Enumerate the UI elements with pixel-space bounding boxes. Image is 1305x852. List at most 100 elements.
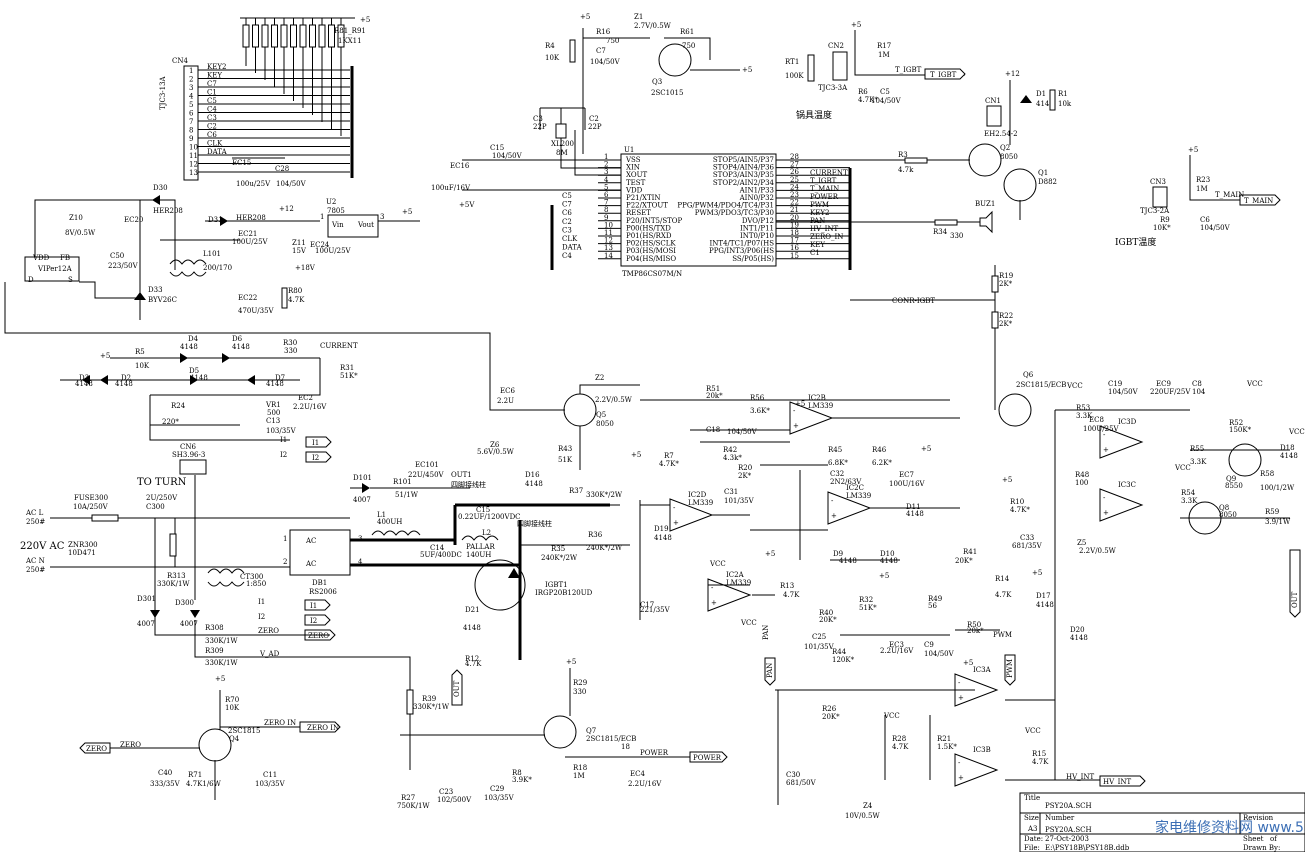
u2-ref: U2: [326, 198, 336, 206]
plus12-a: +12: [279, 205, 294, 213]
comparator-minus: -: [1103, 494, 1106, 502]
svg-text:4148: 4148: [525, 480, 543, 488]
svg-text:4148: 4148: [906, 510, 924, 518]
mcu-left-net: CLK: [562, 235, 578, 243]
viper-ref: VIPer12A: [37, 265, 73, 273]
svg-text:3: 3: [380, 213, 384, 221]
svg-text:10k: 10k: [1058, 100, 1072, 108]
mcu-pin-name: VDD: [625, 186, 643, 194]
svg-text:+5: +5: [580, 13, 590, 21]
comparator-ref: IC2B: [808, 394, 826, 402]
u2-vout: Vout: [357, 221, 374, 229]
svg-text:8050: 8050: [1000, 153, 1018, 161]
svg-text:10D471: 10D471: [68, 549, 96, 557]
mcu-pin-name: XOUT: [626, 171, 647, 179]
svg-text:EC21: EC21: [238, 230, 257, 238]
svg-text:D19: D19: [654, 525, 669, 533]
mcu-pin-name: SS/P05(HS): [732, 255, 774, 263]
svg-text:+5: +5: [742, 66, 752, 74]
svg-text:R51: R51: [706, 385, 720, 393]
svg-text:3.3K: 3.3K: [1181, 497, 1198, 505]
svg-text:Title: Title: [1024, 794, 1040, 802]
svg-text:PSY20A.SCH: PSY20A.SCH: [1045, 826, 1092, 834]
svg-text:VCC: VCC: [1288, 428, 1305, 436]
svg-text:330: 330: [950, 232, 963, 240]
svg-text:4148: 4148: [190, 374, 208, 382]
svg-text:D101: D101: [353, 474, 372, 482]
cn4-pin-label: C7: [207, 80, 217, 88]
buzzer-section: +12 CN1 EH2.54-2 D1 4148 R1 10k Q2 8050 …: [776, 70, 1072, 240]
svg-text:D4: D4: [188, 335, 199, 343]
mcu-pin-name: VSS: [625, 156, 641, 164]
cn4-pin-number: 9: [189, 135, 193, 143]
svg-text:C25: C25: [812, 633, 826, 641]
svg-text:101/35V: 101/35V: [804, 643, 835, 651]
comparator-plus: +: [958, 694, 964, 702]
d30-ref: D30: [153, 184, 168, 192]
comparator-ref: IC3A: [973, 666, 992, 674]
svg-text:1M: 1M: [1196, 185, 1208, 193]
svg-text:4.7k: 4.7k: [898, 166, 914, 174]
u1-ref: U1: [624, 146, 634, 154]
viper-d: D: [28, 276, 34, 284]
mcu-left-net: C5: [562, 192, 572, 200]
cn4-pin-number: 4: [189, 93, 194, 101]
comparator-ref: IC3C: [1118, 481, 1136, 489]
svg-text:150K*: 150K*: [1229, 426, 1252, 434]
cn4-pin-number: 11: [189, 152, 198, 160]
svg-text:6.2K*: 6.2K*: [872, 459, 892, 467]
svg-text:+5: +5: [921, 445, 931, 453]
svg-text:1: 1: [320, 213, 324, 221]
svg-text:C8: C8: [1192, 380, 1202, 388]
igbt-temp-section: +5 CN3 TJC3-2A R23 1M R9 10K* C6 104/50V…: [1115, 146, 1281, 248]
svg-text:EC101: EC101: [415, 461, 439, 469]
svg-text:15V: 15V: [292, 247, 307, 255]
svg-text:4.7K*: 4.7K*: [1010, 506, 1030, 514]
cn1-ref: CN1: [985, 97, 1001, 105]
svg-text:EC15: EC15: [232, 159, 251, 167]
svg-text:R3: R3: [898, 151, 908, 159]
svg-text:4148: 4148: [75, 380, 93, 388]
comparator-minus: -: [958, 759, 961, 767]
svg-text:2SC1815/ECB: 2SC1815/ECB: [1016, 381, 1066, 389]
svg-text:R42: R42: [723, 446, 737, 454]
svg-text:221/35V: 221/35V: [640, 606, 671, 614]
svg-text:RT1: RT1: [785, 58, 799, 66]
svg-text:EC16: EC16: [450, 162, 470, 170]
svg-text:I2: I2: [280, 451, 287, 459]
svg-text:C15: C15: [476, 506, 490, 514]
svg-text:R43: R43: [558, 445, 572, 453]
svg-text:100u/25V: 100u/25V: [236, 180, 271, 188]
svg-text:Size: Size: [1024, 814, 1039, 822]
svg-text:8050: 8050: [596, 420, 614, 428]
svg-text:22U/450V: 22U/450V: [408, 471, 445, 479]
comparator-ic2a: [707, 578, 752, 612]
svg-text:C32: C32: [830, 470, 844, 478]
svg-text:EC3: EC3: [889, 641, 904, 649]
svg-text:四脚接线柱: 四脚接线柱: [451, 480, 486, 489]
rarray-resistor: [309, 24, 316, 48]
svg-text:10V/0.5W: 10V/0.5W: [845, 812, 880, 820]
svg-text:1: 1: [283, 535, 287, 543]
comparator-ic3d: [1099, 425, 1144, 459]
svg-text:4.7K*: 4.7K*: [659, 460, 679, 468]
svg-text:10K: 10K: [225, 704, 240, 712]
svg-text:AC: AC: [305, 537, 316, 545]
svg-text:100/1/2W: 100/1/2W: [1260, 484, 1295, 492]
svg-text:E:\PSY18B\PSY18B.ddb: E:\PSY18B\PSY18B.ddb: [1045, 844, 1130, 852]
comparator-plus: +: [711, 599, 717, 607]
svg-text:VCC: VCC: [1066, 382, 1083, 390]
svg-text:2SC1815/ECB: 2SC1815/ECB: [586, 735, 636, 743]
svg-text:100U/25V: 100U/25V: [315, 247, 352, 255]
svg-text:HV_INT: HV_INT: [1066, 773, 1095, 781]
igbt-temp-label: IGBT温度: [1115, 236, 1156, 248]
svg-text:I1: I1: [258, 598, 265, 606]
cn4-pin-label: C4: [207, 106, 217, 114]
svg-text:4148: 4148: [1036, 100, 1054, 108]
mcu-pin-number: 16: [790, 244, 799, 252]
svg-text:+5: +5: [795, 400, 805, 408]
svg-text:C6: C6: [1200, 216, 1210, 224]
svg-text:四脚接线柱: 四脚接线柱: [517, 519, 552, 528]
mcu-right-net: PWM: [810, 201, 829, 209]
svg-text:+5: +5: [851, 21, 861, 29]
